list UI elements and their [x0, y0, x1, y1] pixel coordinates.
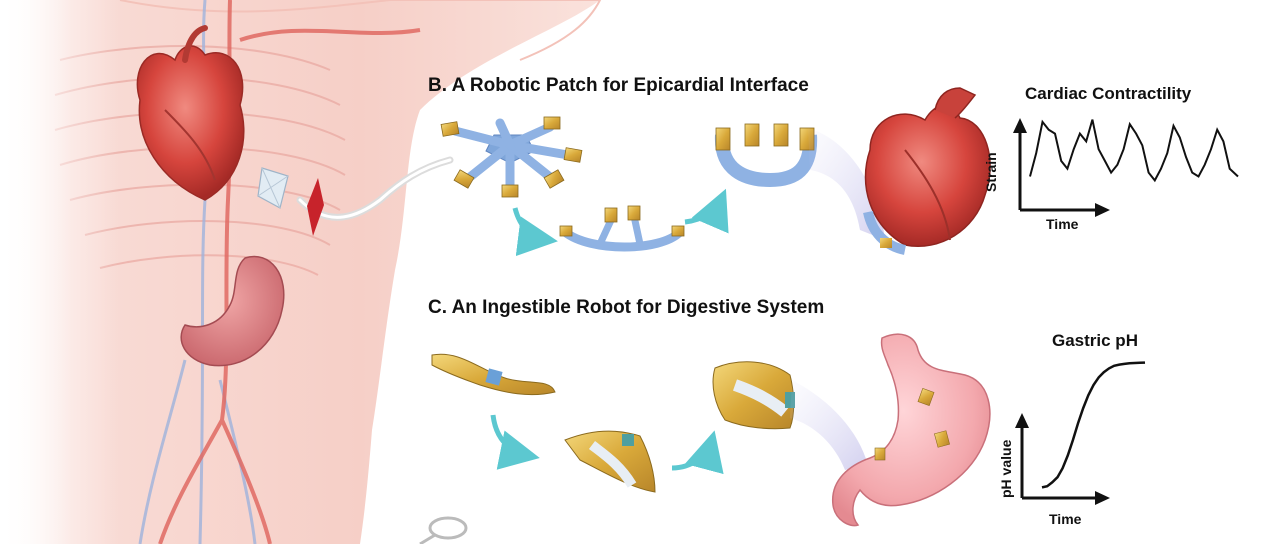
arrow-c1: [490, 414, 540, 470]
large-stomach: [832, 333, 991, 527]
gastric-y-label: pH value: [998, 439, 1014, 498]
arrow-b1: [512, 207, 558, 257]
robot-flat: [431, 353, 556, 396]
implant-device: [257, 167, 289, 209]
section-c-title: C. An Ingestible Robot for Digestive Sys…: [428, 297, 825, 318]
patch-folded: [714, 123, 818, 188]
zoom-cable: [296, 156, 454, 236]
cardiac-y-label: Strain: [983, 152, 999, 192]
cardiac-plot: [1013, 118, 1239, 217]
zoom-beam-c: [790, 380, 868, 470]
patch-folding: [559, 205, 685, 252]
gastric-line: [1041, 361, 1146, 489]
body-heart: [136, 25, 245, 201]
gastric-x-arrow: [1095, 491, 1110, 505]
arrow-c2: [671, 430, 724, 475]
arrow-b2: [684, 188, 729, 234]
gastric-plot: [1015, 361, 1146, 505]
cardiac-x-label: Time: [1046, 216, 1079, 232]
robot-twisted: [564, 430, 656, 493]
cardiac-x-arrow: [1095, 203, 1110, 217]
gastric-y-arrow: [1015, 413, 1029, 428]
section-b-title: B. A Robotic Patch for Epicardial Interf…: [428, 75, 809, 96]
pill-tool: [419, 516, 468, 544]
gastric-chart-title: Gastric pH: [1052, 331, 1138, 350]
cardiac-chart-title: Cardiac Contractility: [1025, 84, 1192, 103]
body-stomach: [180, 255, 285, 367]
zoom-beam-b: [808, 128, 885, 240]
robot-rolled: [712, 361, 795, 430]
cardiac-y-arrow: [1013, 118, 1027, 133]
gastric-x-label: Time: [1049, 511, 1082, 527]
patch-unfolded: [440, 116, 583, 198]
cardiac-line: [1029, 119, 1239, 183]
large-heart: [863, 87, 991, 255]
